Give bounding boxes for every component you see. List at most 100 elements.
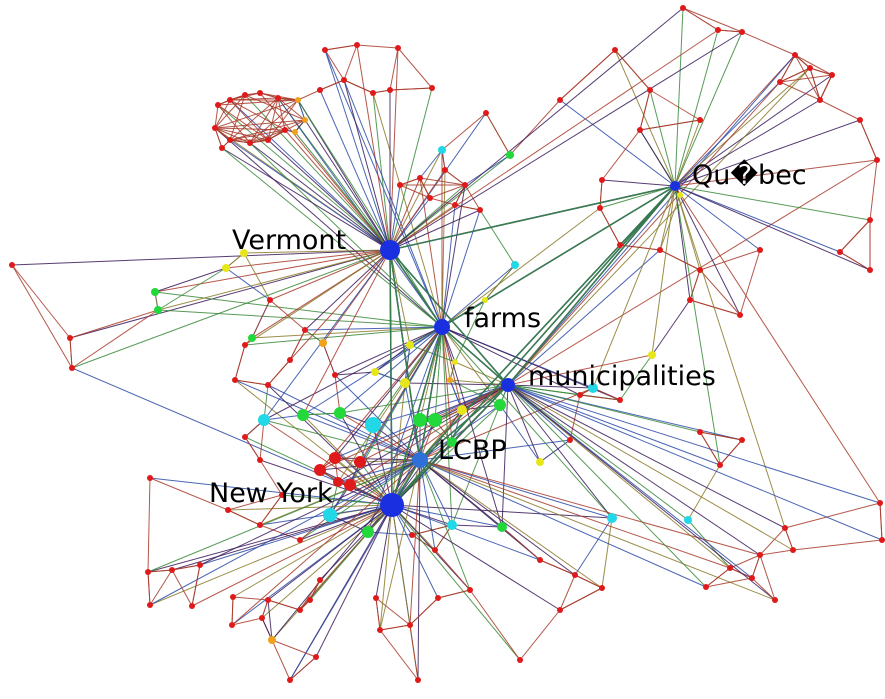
graph-edge <box>651 185 676 356</box>
graph-edge <box>674 99 821 187</box>
graph-edge <box>751 554 761 579</box>
graph-edge <box>389 177 421 251</box>
graph-node-red <box>409 532 415 538</box>
graph-edge <box>419 459 613 519</box>
graph-edge <box>289 249 391 361</box>
graph-edge <box>267 599 301 611</box>
graph-node-red <box>397 182 403 188</box>
graph-node-red <box>265 137 271 143</box>
graph-node-red <box>317 87 323 93</box>
graph-edge <box>434 549 471 591</box>
graph-edge <box>601 517 613 589</box>
graph-node-red <box>329 452 341 464</box>
graph-edge <box>449 361 456 381</box>
label-quebec: Qu�bec <box>692 159 807 191</box>
graph-edge <box>234 344 246 381</box>
graph-node-red <box>257 457 263 463</box>
graph-edge <box>229 139 391 251</box>
graph-edge <box>682 7 719 31</box>
hub-edge <box>441 185 676 328</box>
graph-edge <box>507 384 613 519</box>
graph-edge <box>315 504 393 658</box>
graph-edge <box>784 527 794 551</box>
graph-edge <box>337 384 509 483</box>
graph-edge <box>419 459 761 556</box>
graph-edge <box>191 504 393 607</box>
label-lcbp: LCBP <box>438 435 507 466</box>
graph-edge <box>441 209 481 328</box>
graph-node-red <box>287 677 293 683</box>
graph-edge <box>454 361 509 386</box>
graph-node-red <box>737 312 743 318</box>
cluster-edge <box>214 119 306 129</box>
graph-edge <box>227 509 261 526</box>
graph-edge <box>559 99 676 187</box>
cluster-edge <box>214 99 299 129</box>
graph-node-red <box>227 137 233 143</box>
graph-edge <box>271 639 291 681</box>
graph-node-orange <box>302 117 308 123</box>
graph-edge <box>304 249 391 331</box>
graph-edge <box>419 459 541 561</box>
graph-node-red <box>790 547 796 553</box>
graph-node-yellow <box>648 351 656 359</box>
graph-edge <box>147 459 421 573</box>
graph-node-red <box>857 117 863 123</box>
graph-edge <box>267 359 291 386</box>
graph-edge <box>419 459 576 576</box>
hub-edge <box>389 249 509 386</box>
graph-edge <box>231 617 263 626</box>
cluster-edge <box>794 54 821 101</box>
graph-edge <box>389 184 401 251</box>
graph-edge <box>507 384 541 463</box>
graph-node-red <box>599 585 605 591</box>
graph-edge <box>507 384 761 556</box>
graph-edge <box>417 459 421 681</box>
hub-edge <box>389 249 393 506</box>
graph-node-red <box>415 677 421 683</box>
graph-edge <box>699 249 761 271</box>
graph-edge <box>759 554 776 601</box>
graph-edge <box>507 249 661 386</box>
graph-node-cyan <box>258 414 270 426</box>
graph-edge <box>674 185 786 529</box>
graph-edge <box>334 326 443 376</box>
graph-edge <box>741 31 796 56</box>
graph-node-red <box>703 584 709 590</box>
graph-edge <box>324 44 358 51</box>
graph-edge <box>11 264 73 369</box>
graph-edge <box>234 379 393 506</box>
graph-edge <box>507 384 881 504</box>
graph-edge <box>349 384 509 486</box>
graph-node-red <box>715 27 721 33</box>
graph-node-red <box>215 102 221 108</box>
graph-edge <box>809 67 833 76</box>
graph-edge <box>729 554 761 569</box>
graph-edge <box>324 49 345 81</box>
graph-node-green <box>297 409 309 421</box>
graph-node-red <box>739 437 745 443</box>
graph-edge <box>751 577 776 601</box>
graph-node-red <box>242 434 248 440</box>
graph-edge <box>259 524 301 541</box>
graph-edge <box>214 104 219 129</box>
graph-edge <box>674 7 684 187</box>
graph-node-red <box>417 175 423 181</box>
graph-node-red <box>317 577 323 583</box>
graph-edge <box>739 249 761 316</box>
label-farms: farms <box>464 303 541 334</box>
cluster-edge <box>794 54 811 69</box>
graph-node-red <box>739 29 745 35</box>
hub-edge <box>389 249 443 328</box>
graph-edge <box>674 185 691 301</box>
graph-edge <box>374 326 443 373</box>
graph-edge <box>419 459 603 589</box>
graph-edge <box>232 596 269 601</box>
cluster-edge <box>214 127 269 141</box>
graph-node-red <box>647 87 653 93</box>
graph-node-green <box>362 526 374 538</box>
graph-edge <box>379 624 411 631</box>
label-new-york: New York <box>209 478 333 509</box>
graph-edge <box>409 597 439 626</box>
graph-node-red <box>577 392 583 398</box>
